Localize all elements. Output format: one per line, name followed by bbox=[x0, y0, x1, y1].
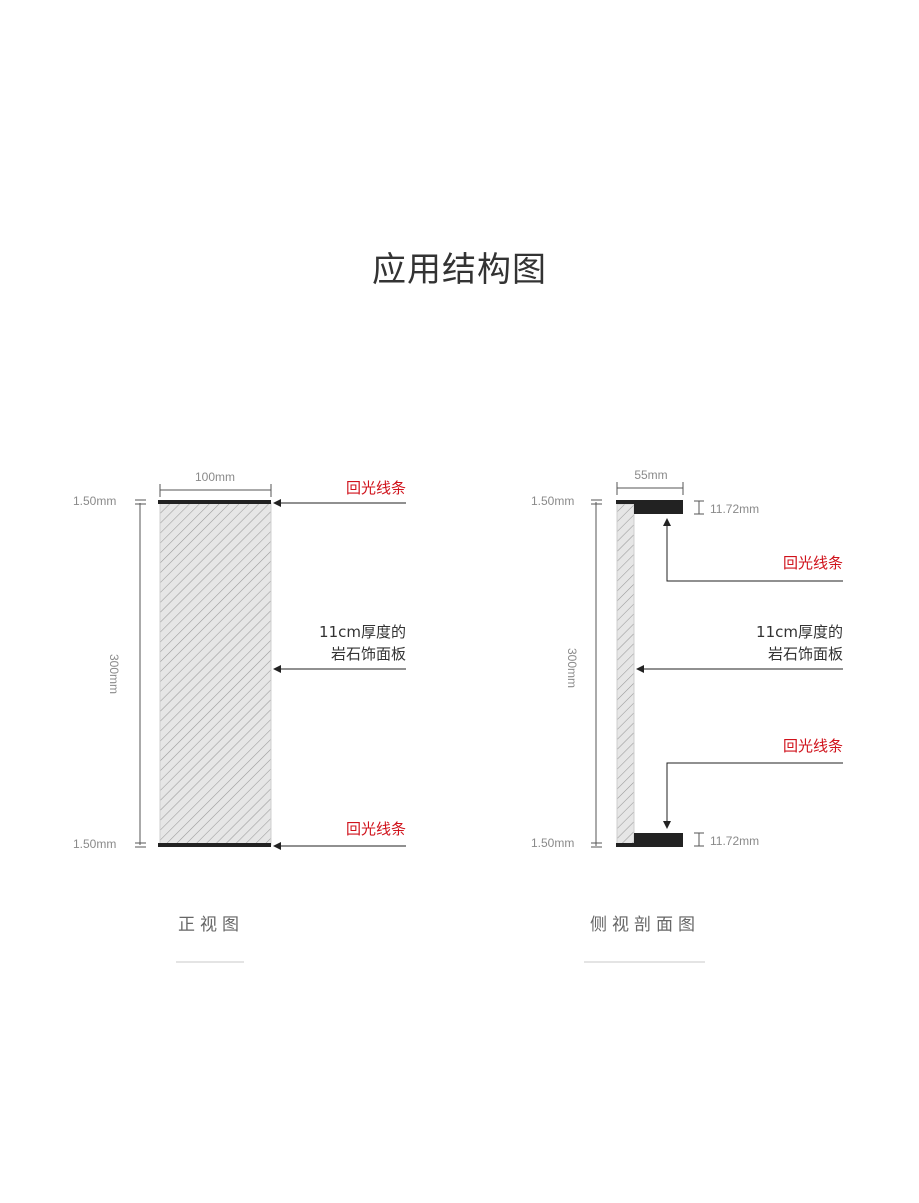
front-bottom-light-strip bbox=[158, 843, 271, 847]
front-view-caption: 正视图 bbox=[178, 915, 244, 935]
side-bottom-profile-flange bbox=[634, 833, 683, 847]
side-bottom-leader-arrow bbox=[663, 762, 843, 829]
front-top-strip-label: 回光线条 bbox=[346, 479, 406, 497]
front-stone-panel bbox=[159, 502, 272, 846]
side-top-edge-label: 1.50mm bbox=[531, 494, 574, 508]
page-title: 应用结构图 bbox=[372, 250, 547, 290]
front-bottom-edge-label: 1.50mm bbox=[73, 837, 116, 851]
side-top-flange-label: 11.72mm bbox=[710, 502, 759, 516]
front-width-dimension bbox=[159, 484, 272, 497]
side-top-strip-label: 回光线条 bbox=[783, 554, 843, 572]
front-panel-label-line1: 11cm厚度的 bbox=[319, 623, 406, 641]
side-top-flange-marker bbox=[694, 500, 704, 515]
front-panel-label-line2: 岩石饰面板 bbox=[331, 645, 406, 663]
front-height-label: 300mm bbox=[107, 654, 121, 694]
side-panel-label-line2: 岩石饰面板 bbox=[768, 645, 843, 663]
side-bottom-strip-label: 回光线条 bbox=[783, 737, 843, 755]
front-height-dimension bbox=[135, 499, 146, 848]
side-view-caption: 侧视剖面图 bbox=[590, 915, 700, 935]
front-width-label: 100mm bbox=[195, 470, 235, 484]
front-view: 100mm 1.50mm 1.50mm 300mm 回光线条 11cm厚度的 岩… bbox=[73, 470, 406, 963]
front-top-light-strip bbox=[158, 500, 271, 504]
front-bottom-strip-label: 回光线条 bbox=[346, 820, 406, 838]
side-stone-panel bbox=[616, 503, 635, 845]
side-panel-label-line1: 11cm厚度的 bbox=[756, 623, 843, 641]
side-bottom-edge-label: 1.50mm bbox=[531, 836, 574, 850]
side-view: 55mm 1.50mm 1.50mm 300mm 11.72mm bbox=[531, 468, 843, 963]
side-top-leader-arrow bbox=[663, 518, 843, 582]
side-top-profile-flange bbox=[634, 500, 683, 514]
side-width-label: 55mm bbox=[634, 468, 667, 482]
side-bottom-flange-marker bbox=[694, 832, 704, 847]
side-bottom-flange-label: 11.72mm bbox=[710, 834, 759, 848]
front-top-edge-label: 1.50mm bbox=[73, 494, 116, 508]
side-height-dimension bbox=[591, 499, 602, 848]
side-height-label: 300mm bbox=[565, 648, 579, 688]
side-width-dimension bbox=[616, 482, 684, 495]
